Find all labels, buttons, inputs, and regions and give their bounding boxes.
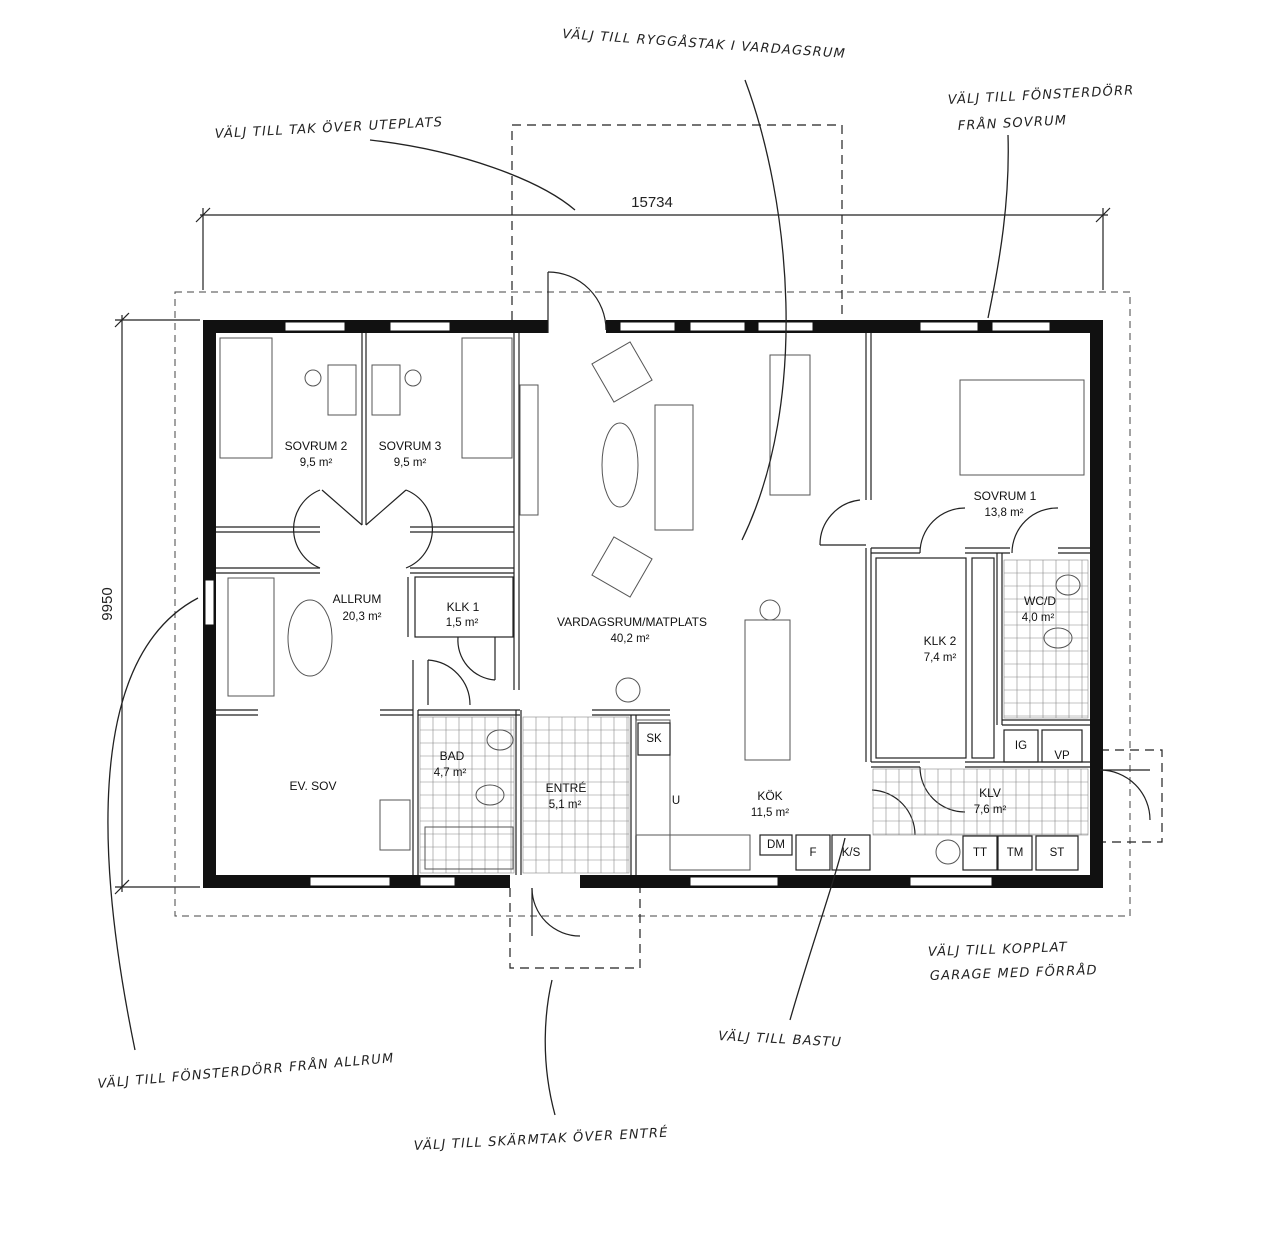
- room-klk2-area: 7,4 m²: [924, 652, 957, 664]
- annotation-leaders: [107, 79, 1009, 1116]
- room-sovrum3-area: 9,5 m²: [394, 457, 427, 469]
- fixture-u: U: [672, 795, 680, 807]
- dimension-depth: 9950: [99, 312, 200, 895]
- room-kok-name: KÖK: [757, 789, 782, 803]
- annotations: VÄLJ TILL RYGGÅSTAK I VARDAGSRUM VÄLJ TI…: [97, 26, 1135, 1154]
- room-evsov-name: EV. SOV: [290, 779, 337, 793]
- tiled-floors: [419, 559, 1089, 874]
- room-labels: SOVRUM 2 9,5 m² SOVRUM 3 9,5 m² ALLRUM 2…: [285, 439, 1057, 819]
- note-fonsterdorr-sovrum-line2: FRÅN SOVRUM: [957, 112, 1067, 134]
- note-garage-line1: VÄLJ TILL KOPPLAT: [928, 939, 1069, 960]
- room-sovrum3-name: SOVRUM 3: [379, 439, 442, 453]
- room-klk1-area: 1,5 m²: [446, 617, 479, 629]
- fixture-f: F: [809, 847, 816, 859]
- roof-outline: [174, 291, 1131, 917]
- fixture-dm: DM: [767, 839, 785, 851]
- fixture-st: ST: [1050, 847, 1065, 859]
- note-fonsterdorr-sovrum-line1: VÄLJ TILL FÖNSTERDÖRR: [947, 81, 1135, 108]
- room-allrum-name: ALLRUM: [333, 592, 382, 606]
- room-bad-area: 4,7 m²: [434, 767, 467, 779]
- garage-connection-outline: [1100, 749, 1163, 843]
- dimension-width: 15734: [195, 194, 1111, 290]
- note-skarmtak: VÄLJ TILL SKÄRMTAK ÖVER ENTRÉ: [413, 1124, 669, 1154]
- note-bastu: VÄLJ TILL BASTU: [718, 1028, 843, 1050]
- appliances: [637, 722, 1083, 871]
- dimension-depth-label: 9950: [99, 587, 116, 620]
- fixture-sk: SK: [646, 733, 662, 745]
- room-bad-name: BAD: [440, 749, 465, 763]
- room-sovrum1-name: SOVRUM 1: [974, 489, 1037, 503]
- note-tak-uteplats: VÄLJ TILL TAK ÖVER UTEPLATS: [214, 113, 443, 142]
- room-entre-name: ENTRÉ: [546, 780, 587, 795]
- room-klv-name: KLV: [979, 786, 1001, 800]
- room-wc-name: WC/D: [1024, 594, 1056, 608]
- fixture-ks: K/S: [842, 847, 861, 859]
- dimension-width-label: 15734: [631, 194, 673, 211]
- fixture-tt: TT: [973, 847, 987, 859]
- room-vardagsrum-name: VARDAGSRUM/MATPLATS: [557, 615, 707, 629]
- note-ryggastak: VÄLJ TILL RYGGÅSTAK I VARDAGSRUM: [562, 26, 847, 62]
- room-klv-area: 7,6 m²: [974, 804, 1007, 816]
- uteplats-roof-outline: [511, 124, 843, 320]
- note-fonsterdorr-allrum: VÄLJ TILL FÖNSTERDÖRR FRÅN ALLRUM: [97, 1049, 395, 1092]
- fixture-tm: TM: [1007, 847, 1024, 859]
- room-klk2-name: KLK 2: [924, 634, 957, 648]
- room-sovrum1-area: 13,8 m²: [985, 507, 1024, 519]
- room-kok-area: 11,5 m²: [751, 807, 789, 819]
- doors: [293, 271, 1151, 937]
- fixture-labels: SK U DM F K/S IG VP TT TM ST: [646, 733, 1070, 859]
- room-entre-area: 5,1 m²: [549, 799, 582, 811]
- room-klk1-name: KLK 1: [447, 600, 480, 614]
- fixture-vp: VP: [1054, 750, 1070, 762]
- room-sovrum2-name: SOVRUM 2: [285, 439, 348, 453]
- entre-canopy-outline: [509, 888, 641, 969]
- room-wc-area: 4,0 m²: [1022, 612, 1055, 624]
- room-sovrum2-area: 9,5 m²: [300, 457, 333, 469]
- room-allrum-area: 20,3 m²: [343, 611, 382, 623]
- fixture-ig: IG: [1015, 740, 1027, 752]
- furniture: [219, 337, 1085, 871]
- room-vardagsrum-area: 40,2 m²: [611, 633, 650, 645]
- note-garage-line2: GARAGE MED FÖRRÅD: [930, 961, 1098, 984]
